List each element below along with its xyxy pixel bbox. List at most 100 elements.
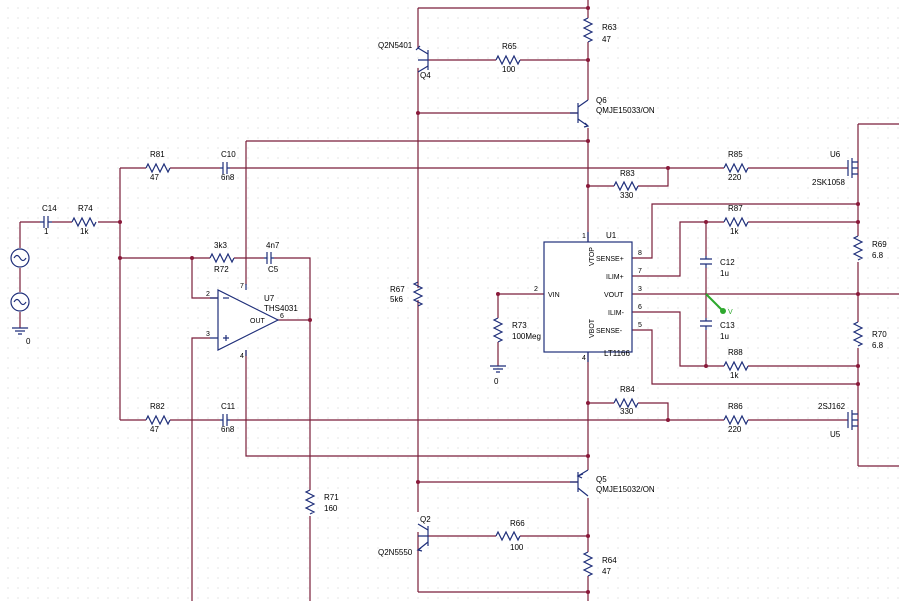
label-r65-value: 100 (502, 65, 516, 74)
resistor-r85[interactable] (723, 162, 749, 174)
u1-pin-ilim-plus: ILIM+ (606, 274, 624, 281)
resistor-r74[interactable] (71, 216, 97, 228)
label-r66-ref: R66 (510, 519, 525, 528)
u1-pin-vout: VOUT (604, 292, 624, 299)
resistor-r84[interactable] (613, 397, 639, 409)
resistor-r81[interactable] (145, 162, 171, 174)
label-r87-value: 1k (730, 227, 739, 236)
label-r70-ref: R70 (872, 330, 887, 339)
u1-pin-sense-minus: SENSE- (596, 328, 623, 335)
label-c13-ref: C13 (720, 321, 735, 330)
u1-pin-vbot: VBOT (589, 318, 596, 338)
label-r72-value: 3k3 (214, 241, 227, 250)
label-r64-value: 47 (602, 567, 611, 576)
label-r85-value: 220 (728, 173, 742, 182)
label-r86-value: 220 (728, 425, 742, 434)
u1-pin-num-1: 1 (582, 233, 586, 240)
mosfet-u5[interactable] (847, 410, 858, 430)
capacitors (40, 162, 712, 426)
label-r63-ref: R63 (602, 23, 617, 32)
label-c10-value: 6n8 (221, 173, 235, 182)
label-c5-ref: C5 (268, 265, 279, 274)
transistor-q2[interactable] (416, 523, 429, 552)
u7-pin-4: 4 (240, 353, 244, 360)
opamp-u7[interactable] (210, 284, 280, 356)
resistor-r66[interactable] (495, 530, 521, 542)
voltage-probe[interactable] (705, 293, 726, 314)
resistor-r72[interactable] (209, 252, 235, 264)
resistor-r69[interactable] (852, 235, 864, 261)
resistor-r63[interactable] (582, 17, 594, 43)
label-q6-value: QMJE15033/ON (596, 106, 655, 115)
label-q2-value: Q2N5550 (378, 548, 413, 557)
ground-icon (490, 365, 506, 373)
label-c13-value: 1u (720, 332, 729, 341)
label-u6-ref: U6 (830, 150, 841, 159)
resistor-r88[interactable] (723, 360, 749, 372)
ground-icon (12, 327, 28, 335)
resistor-r70[interactable] (852, 321, 864, 347)
capacitor-c14[interactable] (40, 216, 52, 228)
label-q4-value: Q2N5401 (378, 41, 413, 50)
u1-pin-ilim-minus: ILIM- (608, 310, 625, 317)
label-r82-ref: R82 (150, 402, 165, 411)
label-c12-value: 1u (720, 269, 729, 278)
label-r88-ref: R88 (728, 348, 743, 357)
transistor-q6[interactable] (570, 99, 590, 128)
u7-pin-out: OUT (250, 318, 266, 325)
resistor-r65[interactable] (495, 54, 521, 66)
label-r69-value: 6.8 (872, 251, 884, 260)
capacitor-c13[interactable] (700, 318, 712, 330)
label-r69-ref: R69 (872, 240, 887, 249)
u1-pin-vin: VIN (548, 292, 560, 299)
u1-pin-num-5: 5 (638, 322, 642, 329)
label-r88-value: 1k (730, 371, 739, 380)
ic-u1[interactable] (543, 232, 633, 362)
label-r81-ref: R81 (150, 150, 165, 159)
u1-pin-num-2: 2 (534, 286, 538, 293)
resistors (71, 17, 864, 577)
u1-pin-num-4: 4 (582, 355, 586, 362)
resistor-r82[interactable] (145, 414, 171, 426)
capacitor-c10[interactable] (220, 162, 230, 174)
transistor-q4[interactable] (415, 45, 429, 73)
resistor-r86[interactable] (723, 414, 749, 426)
label-r84-value: 330 (620, 407, 634, 416)
resistor-r87[interactable] (723, 216, 749, 228)
u7-pin-7: 7 (240, 283, 244, 290)
u7-pin-3: 3 (206, 331, 210, 338)
label-r83-ref: R83 (620, 169, 635, 178)
label-u1-ref: U1 (606, 231, 617, 240)
ac-sources (10, 222, 30, 328)
u1-pin-vtop: VTOP (589, 247, 596, 266)
capacitor-c11[interactable] (220, 414, 230, 426)
label-c11-ref: C11 (221, 402, 236, 411)
resistor-r83[interactable] (613, 180, 639, 192)
resistor-r64[interactable] (582, 551, 594, 577)
u7-pin-2: 2 (206, 291, 210, 298)
resistor-r67[interactable] (412, 281, 424, 307)
label-r63-value: 47 (602, 35, 611, 44)
label-c5-value: 4n7 (266, 241, 280, 250)
label-r73-value: 100Meg (512, 332, 541, 341)
label-r85-ref: R85 (728, 150, 743, 159)
resistor-r71[interactable] (304, 489, 316, 515)
label-q5-value: QMJE15032/ON (596, 485, 655, 494)
label-q6-ref: Q6 (596, 96, 607, 105)
resistor-r73[interactable] (492, 317, 504, 343)
u1-pin-sense-plus: SENSE+ (596, 256, 624, 263)
transistor-q5[interactable] (570, 469, 589, 497)
label-u6-value: 2SK1058 (812, 178, 845, 187)
capacitor-c5[interactable] (264, 252, 274, 264)
label-r87-ref: R87 (728, 204, 743, 213)
label-c11-value: 6n8 (221, 425, 235, 434)
mosfet-u6[interactable] (847, 158, 858, 178)
labels: R63 47 R65 100 Q2N5401 Q4 Q6 QMJE15033/O… (26, 23, 887, 576)
capacitor-c12[interactable] (700, 256, 712, 268)
label-r65-ref: R65 (502, 42, 517, 51)
label-u7-ref: U7 (264, 294, 275, 303)
label-r81-value: 47 (150, 173, 159, 182)
label-r70-value: 6.8 (872, 341, 884, 350)
